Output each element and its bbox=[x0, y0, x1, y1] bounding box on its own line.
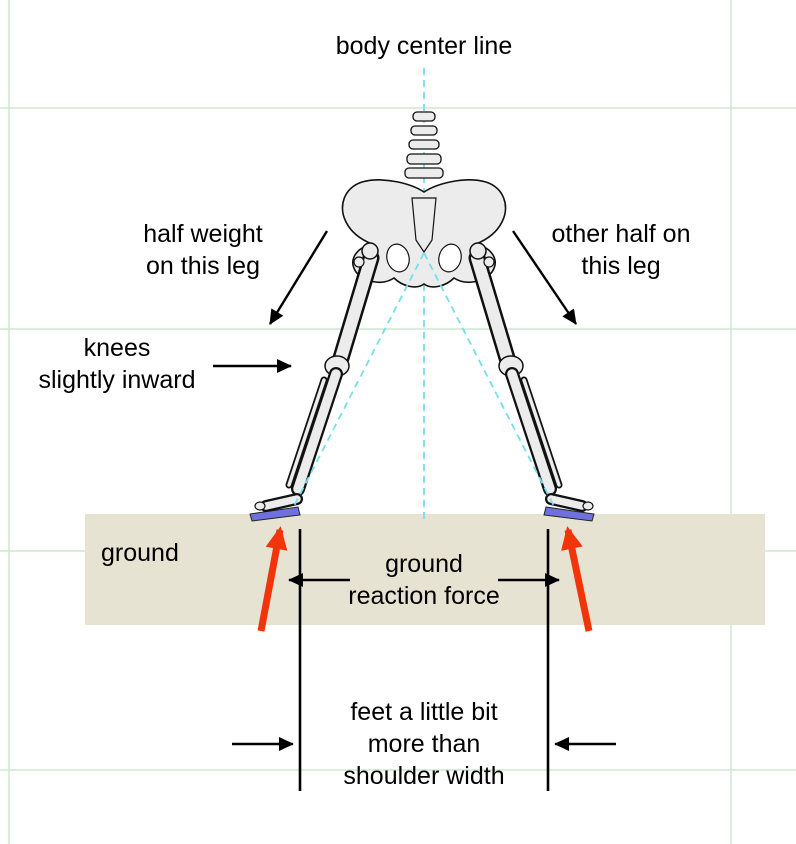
right-foot bbox=[545, 493, 594, 512]
ground-band bbox=[85, 514, 765, 625]
skeleton bbox=[249, 111, 595, 522]
other-half-label: other half on this leg bbox=[551, 220, 691, 280]
left-force-arrow bbox=[257, 526, 288, 632]
feet-width-label: feet a little bit more than shoulder wid… bbox=[343, 698, 505, 790]
right-leg bbox=[468, 242, 563, 496]
obturator-foramen-left bbox=[386, 243, 410, 273]
right-force-arrow bbox=[561, 526, 593, 632]
measurement-marks bbox=[232, 529, 616, 791]
body-center-line-label: body center line bbox=[335, 32, 513, 60]
ground-reaction-arrows bbox=[257, 526, 593, 632]
ground-reaction-force-label: ground reaction force bbox=[348, 550, 500, 610]
ground-label: ground bbox=[101, 539, 179, 567]
sacrum bbox=[411, 197, 437, 254]
left-leg bbox=[285, 242, 380, 496]
left-foot-pad bbox=[249, 506, 301, 522]
spine bbox=[404, 111, 444, 179]
half-weight-label: half weight on this leg bbox=[143, 220, 263, 280]
other-half-arrow bbox=[512, 230, 577, 325]
obturator-foramen-right bbox=[438, 243, 462, 273]
right-foot-pad bbox=[543, 506, 595, 522]
knees-inward-label: knees slightly inward bbox=[38, 334, 196, 394]
half-weight-arrow bbox=[268, 230, 329, 325]
left-foot bbox=[254, 493, 303, 512]
annotation-arrows bbox=[213, 230, 577, 373]
